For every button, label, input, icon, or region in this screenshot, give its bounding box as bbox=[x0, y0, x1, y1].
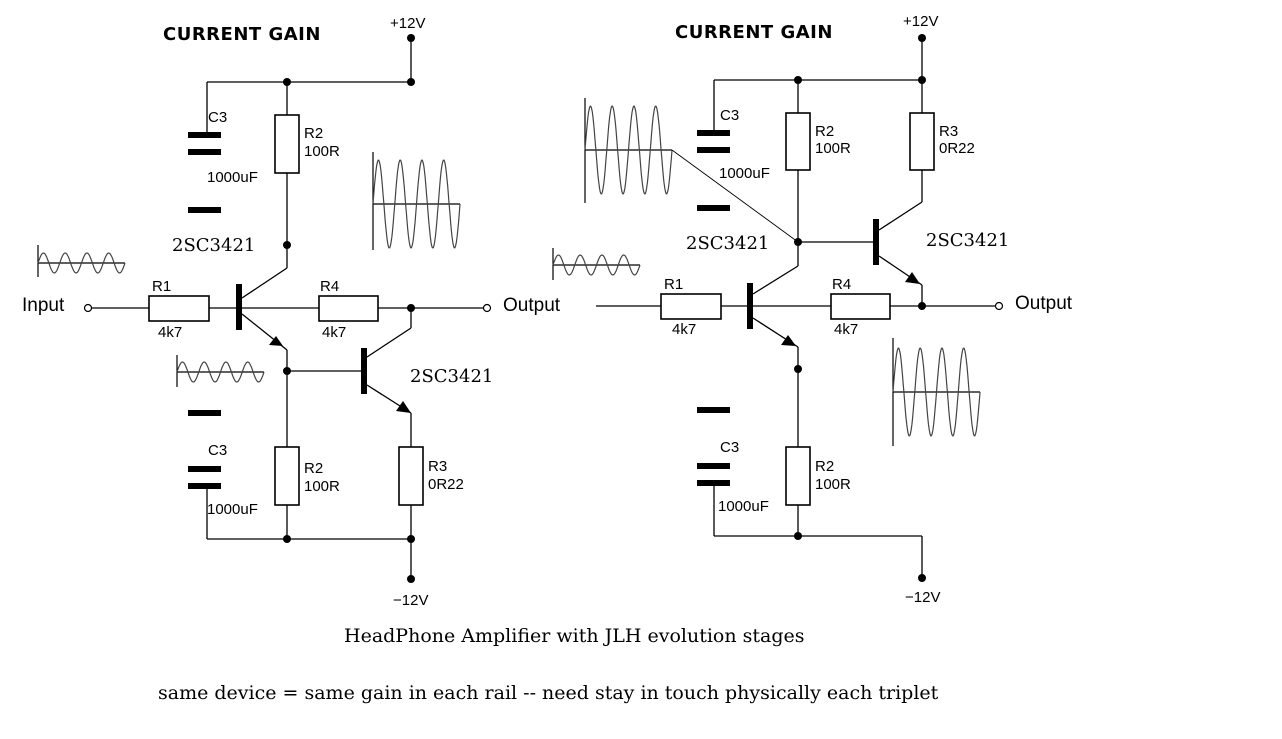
left-input-line: Input R1 4k7 bbox=[22, 278, 236, 341]
right-circuit: CURRENT GAIN +12V −12V C3 1000uF bbox=[552, 13, 1073, 606]
left-c3-bot-name: C3 bbox=[208, 442, 227, 459]
left-r1-value: 4k7 bbox=[158, 324, 182, 341]
left-r2-top-name: R2 bbox=[304, 125, 323, 142]
right-q1-transistor: 2SC3421 bbox=[686, 233, 799, 348]
left-r2-top-value: 100R bbox=[304, 143, 340, 160]
right-r2-top: R2 100R bbox=[785, 80, 873, 266]
left-wave-output bbox=[372, 152, 461, 250]
left-circuit: CURRENT GAIN +12V −12V C3 1000uF R2 bbox=[22, 15, 561, 609]
left-r4-value: 4k7 bbox=[322, 324, 346, 341]
left-q2-transistor: 2SC3421 bbox=[361, 348, 493, 447]
left-r2-bot-name: R2 bbox=[304, 460, 323, 477]
left-r3: R3 0R22 bbox=[398, 446, 464, 579]
caption-line-1: HeadPhone Amplifier with JLH evolution s… bbox=[344, 625, 805, 647]
right-r2-top-value: 100R bbox=[815, 140, 851, 157]
right-r1-name: R1 bbox=[664, 276, 683, 293]
right-output-line: Output R4 4k7 bbox=[753, 276, 1073, 338]
left-vminus-label: −12V bbox=[393, 592, 428, 609]
left-wave-middle bbox=[176, 355, 265, 387]
left-bottom-rail bbox=[207, 535, 415, 583]
left-title: CURRENT GAIN bbox=[163, 24, 321, 45]
left-c3-bottom: C3 1000uF bbox=[188, 410, 258, 539]
right-r2-bot-value: 100R bbox=[815, 476, 851, 493]
right-title: CURRENT GAIN bbox=[675, 22, 833, 43]
left-c3-bot-value: 1000uF bbox=[207, 501, 258, 518]
left-q2-label: 2SC3421 bbox=[410, 366, 493, 387]
right-q2-label: 2SC3421 bbox=[926, 230, 1009, 251]
left-r1-name: R1 bbox=[152, 278, 171, 295]
right-r2-bottom: R2 100R bbox=[785, 446, 851, 536]
right-r2-top-name: R2 bbox=[815, 123, 834, 140]
left-r3-name: R3 bbox=[428, 458, 447, 475]
right-r2-bot-name: R2 bbox=[815, 458, 834, 475]
left-r3-value: 0R22 bbox=[428, 476, 464, 493]
right-r4-name: R4 bbox=[832, 276, 851, 293]
right-r1-value: 4k7 bbox=[672, 321, 696, 338]
left-r2-top: R2 100R bbox=[274, 82, 340, 268]
right-r3: R3 0R22 bbox=[909, 80, 975, 202]
right-c3-bottom: C3 1000uF bbox=[697, 407, 769, 536]
right-r3-name: R3 bbox=[939, 123, 958, 140]
left-vplus-label: +12V bbox=[390, 15, 425, 32]
right-vplus-label: +12V bbox=[903, 13, 938, 30]
right-input-line: R1 4k7 bbox=[596, 276, 747, 338]
left-r2-bot-value: 100R bbox=[304, 478, 340, 495]
right-c3-top-name: C3 bbox=[720, 107, 739, 124]
right-vminus-label: −12V bbox=[905, 589, 940, 606]
left-r4-name: R4 bbox=[320, 278, 339, 295]
right-c3-top-value: 1000uF bbox=[719, 165, 770, 182]
left-q1-transistor: 2SC3421 bbox=[172, 235, 288, 351]
left-wave-input bbox=[37, 245, 126, 277]
left-output-line: Output R4 4k7 bbox=[242, 278, 561, 358]
right-q2-transistor: 2SC3421 bbox=[873, 201, 1009, 306]
left-c3-top-value: 1000uF bbox=[207, 169, 258, 186]
left-input-label: Input bbox=[22, 295, 65, 316]
right-mid-node bbox=[794, 347, 802, 447]
right-c3-bot-name: C3 bbox=[720, 439, 739, 456]
right-r4-value: 4k7 bbox=[834, 321, 858, 338]
left-mid-node bbox=[283, 350, 361, 447]
right-wave-input bbox=[552, 248, 641, 280]
caption-line-2: same device = same gain in each rail -- … bbox=[158, 682, 939, 704]
left-q1-label: 2SC3421 bbox=[172, 235, 255, 256]
left-output-label: Output bbox=[503, 295, 561, 316]
right-r3-value: 0R22 bbox=[939, 140, 975, 157]
right-wave-output bbox=[892, 338, 981, 446]
right-output-label: Output bbox=[1015, 293, 1073, 314]
right-q1-label: 2SC3421 bbox=[686, 233, 769, 254]
left-c3-top-name: C3 bbox=[208, 109, 227, 126]
right-c3-top: C3 1000uF bbox=[697, 80, 770, 211]
right-c3-bot-value: 1000uF bbox=[718, 498, 769, 515]
right-wave-upper bbox=[584, 98, 799, 243]
left-c3-top: C3 1000uF bbox=[188, 82, 258, 213]
right-bottom-rail bbox=[714, 532, 926, 582]
left-r2-bottom: R2 100R bbox=[274, 446, 340, 539]
